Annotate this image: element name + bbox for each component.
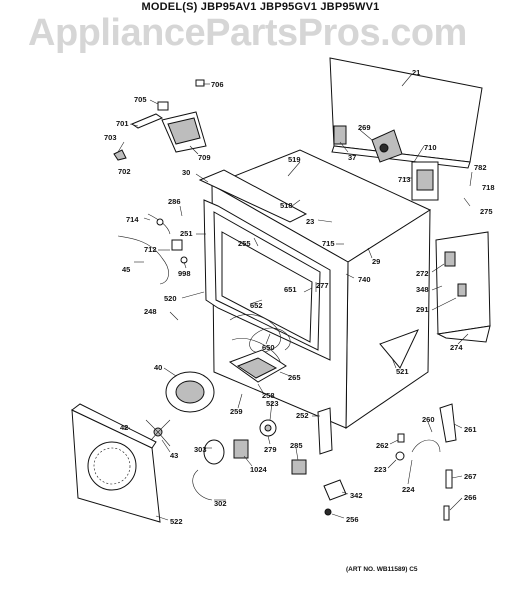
- callout-260: 260: [422, 415, 435, 424]
- callout-labels: 21 706 705 701 703 702 709 269 37 710 71…: [104, 68, 495, 526]
- callout-223: 223: [374, 465, 387, 474]
- callout-348: 348: [416, 285, 429, 294]
- callout-259: 259: [230, 407, 243, 416]
- callout-712: 712: [144, 245, 157, 254]
- callout-652: 652: [250, 301, 263, 310]
- callout-37: 37: [348, 153, 356, 162]
- callout-715: 715: [322, 239, 335, 248]
- callout-266: 266: [464, 493, 477, 502]
- callout-740: 740: [358, 275, 371, 284]
- burner-assembly: [228, 349, 287, 383]
- model-list-title: MODEL(S) JBP95AV1 JBP95GV1 JBP95WV1: [141, 1, 380, 13]
- callout-709: 709: [198, 153, 211, 162]
- leader-lines: [117, 73, 473, 521]
- callout-29: 29: [372, 257, 380, 266]
- hinge-bracket-set: [113, 79, 207, 161]
- motor-components: [192, 419, 277, 501]
- callout-520: 520: [164, 294, 177, 303]
- callout-42: 42: [120, 423, 128, 432]
- convection-fan-housing: [165, 371, 215, 413]
- callout-277: 277: [316, 281, 329, 290]
- callout-718: 718: [482, 183, 495, 192]
- callout-256: 256: [346, 515, 359, 524]
- callout-279: 279: [264, 445, 277, 454]
- callout-701: 701: [116, 119, 129, 128]
- callout-998: 998: [178, 269, 191, 278]
- callout-703: 703: [104, 133, 117, 142]
- callout-251: 251: [180, 229, 193, 238]
- callout-522: 522: [170, 517, 183, 526]
- hardware-set: [291, 403, 457, 521]
- callout-651: 651: [284, 285, 297, 294]
- callout-702: 702: [118, 167, 131, 176]
- relay-module: [411, 161, 439, 201]
- callout-40: 40: [154, 363, 162, 372]
- callout-43: 43: [170, 451, 178, 460]
- door-switch-wiring: [117, 213, 188, 285]
- rear-cover-panel: [71, 403, 161, 523]
- callout-21: 21: [412, 68, 420, 77]
- callout-224: 224: [402, 485, 415, 494]
- callout-706: 706: [211, 80, 224, 89]
- callout-262: 262: [376, 441, 389, 450]
- callout-519: 519: [288, 155, 301, 164]
- fan-blade: [145, 419, 171, 447]
- callout-650: 650: [262, 343, 275, 352]
- back-panel: [329, 57, 483, 169]
- callout-705: 705: [134, 95, 147, 104]
- callout-30: 30: [182, 168, 190, 177]
- side-panel: [435, 231, 491, 343]
- callout-285: 285: [290, 441, 303, 450]
- callout-252: 252: [296, 411, 309, 420]
- callout-291: 291: [416, 305, 429, 314]
- callout-45: 45: [122, 265, 130, 274]
- top-rail: [198, 169, 308, 223]
- art-number: (ART NO. WB11589) C5: [346, 566, 418, 573]
- broil-element: [229, 314, 291, 353]
- callout-275: 275: [480, 207, 493, 216]
- callout-1024: 1024: [250, 465, 268, 474]
- callout-521: 521: [396, 367, 409, 376]
- callout-303: 303: [194, 445, 207, 454]
- callout-782: 782: [474, 163, 487, 172]
- callout-265: 265: [288, 373, 301, 382]
- callout-269: 269: [358, 123, 371, 132]
- callout-342: 342: [350, 491, 363, 500]
- callout-258: 258: [262, 391, 275, 400]
- oven-front-frame: [203, 199, 331, 361]
- callout-302: 302: [214, 499, 227, 508]
- callout-255: 255: [238, 239, 251, 248]
- callout-272: 272: [416, 269, 429, 278]
- callout-248: 248: [144, 307, 157, 316]
- callout-267: 267: [464, 472, 477, 481]
- thermostat-component: [371, 129, 403, 163]
- callout-274: 274: [450, 343, 463, 352]
- callout-261: 261: [464, 425, 477, 434]
- callout-23: 23: [306, 217, 314, 226]
- callout-286: 286: [168, 197, 181, 206]
- callout-523: 523: [266, 399, 279, 408]
- site-watermark: AppliancePartsPros.com: [28, 12, 467, 54]
- callout-518: 518: [280, 201, 293, 210]
- callout-713: 713: [398, 175, 411, 184]
- switch-37: [333, 125, 347, 145]
- callout-710: 710: [424, 143, 437, 152]
- side-bracket: [379, 329, 419, 369]
- callout-714: 714: [126, 215, 139, 224]
